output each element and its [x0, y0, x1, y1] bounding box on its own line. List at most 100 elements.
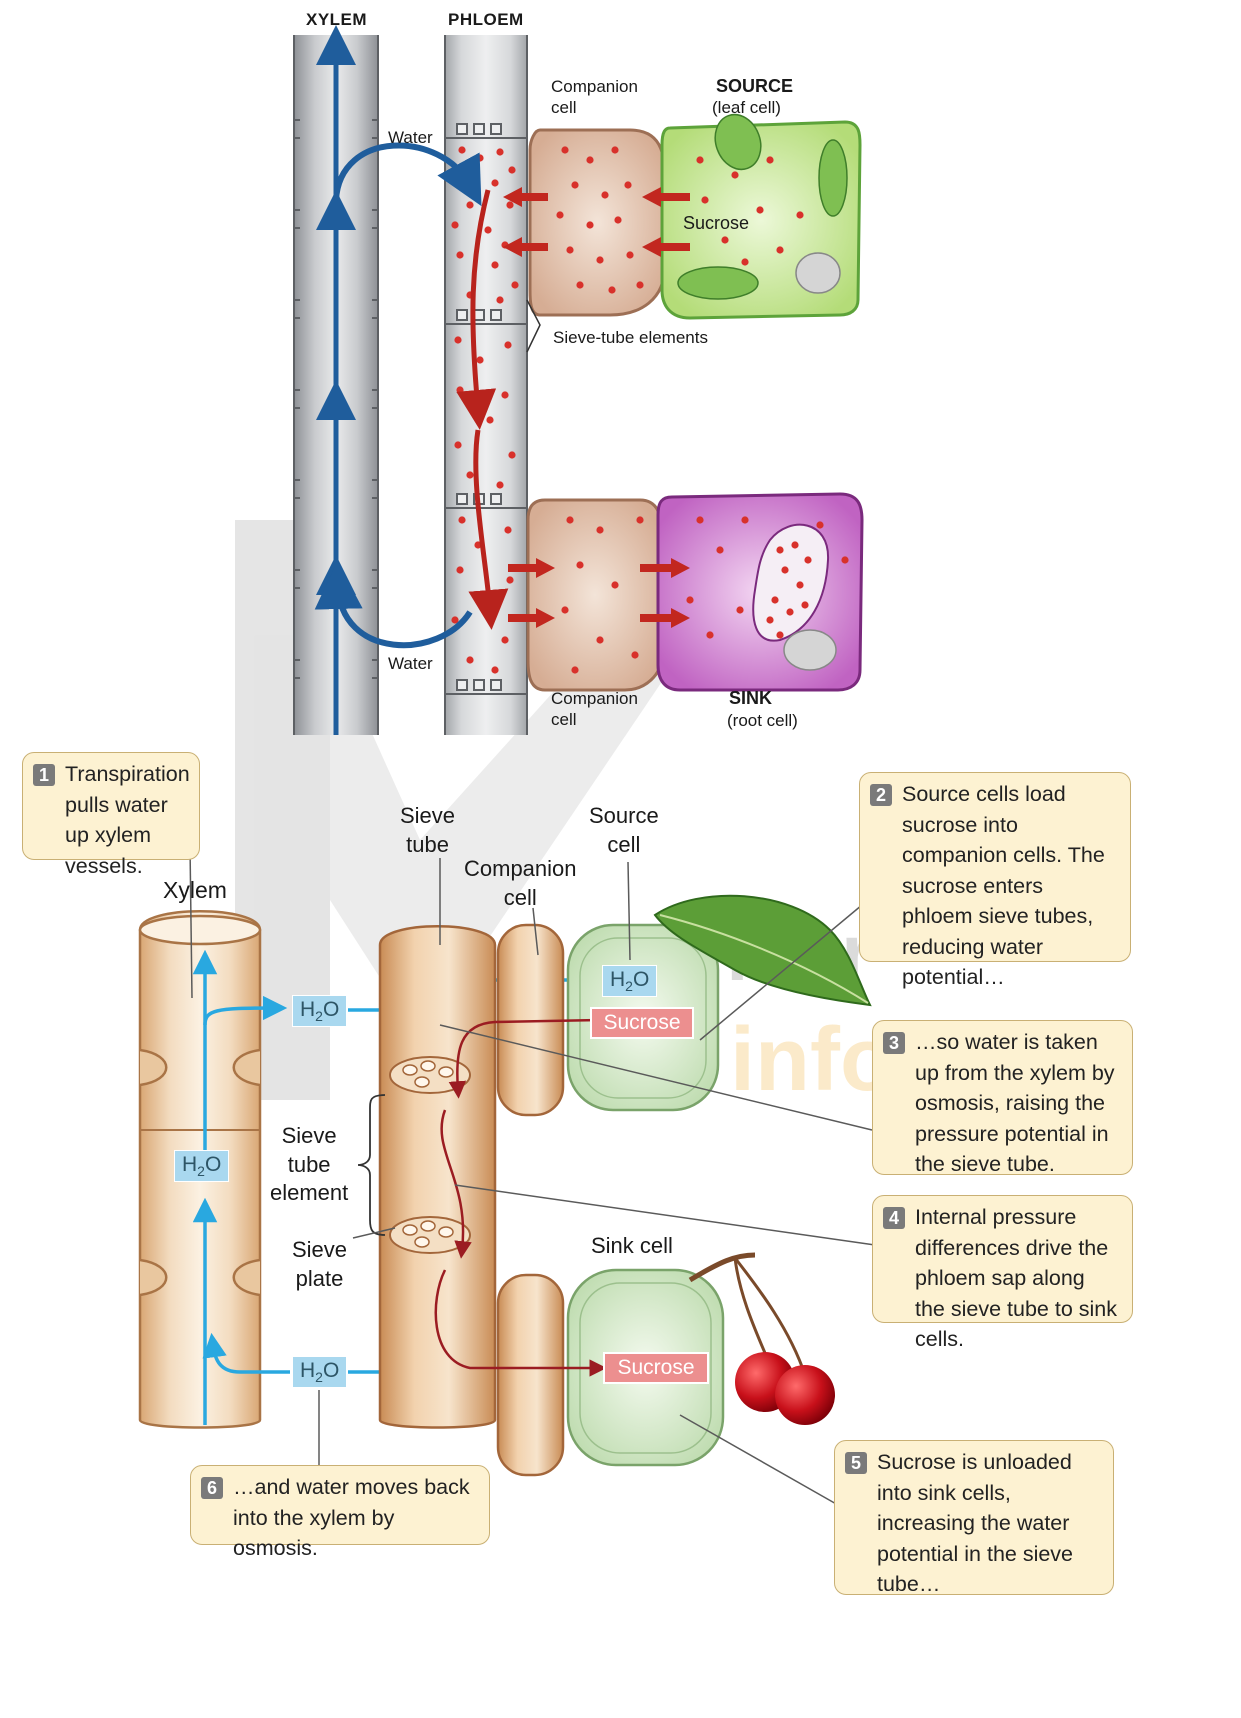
h2o-chip-source: H2O — [602, 965, 657, 997]
h2o-chip-top: H2O — [292, 995, 347, 1027]
sucrose-dot — [466, 656, 473, 663]
sucrose-dot — [486, 416, 493, 423]
callout-6: 6 …and water moves back into the xylem b… — [190, 1465, 490, 1545]
sucrose-dot — [776, 546, 783, 553]
sucrose-dot — [731, 171, 738, 178]
sucrose-dot — [796, 581, 803, 588]
sucrose-dot — [796, 211, 803, 218]
callout-3-text: …so water is taken up from the xylem by … — [887, 1027, 1120, 1180]
h2o-chip-bottom: H2O — [292, 1356, 347, 1388]
sucrose-dot — [608, 286, 615, 293]
sink-cell-label: Sink cell — [591, 1232, 673, 1261]
sucrose-dot — [561, 606, 568, 613]
sucrose-dot — [686, 596, 693, 603]
sucrose-dot — [458, 516, 465, 523]
companion-cell-lower — [498, 1275, 563, 1475]
callout-1-number: 1 — [33, 764, 55, 786]
bottom-diagram — [140, 846, 875, 1505]
sucrose-dot — [508, 166, 515, 173]
sucrose-dot — [624, 181, 631, 188]
sucrose-label-top: Sucrose — [683, 212, 749, 235]
sucrose-dot — [786, 608, 793, 615]
sucrose-dot — [504, 526, 511, 533]
sucrose-dot — [576, 281, 583, 288]
sucrose-dot — [508, 451, 515, 458]
callout-5: 5 Sucrose is unloaded into sink cells, i… — [834, 1440, 1114, 1595]
callout-2-text: Source cells load sucrose into companion… — [874, 779, 1118, 993]
sucrose-dot — [586, 156, 593, 163]
callout-2: 2 Source cells load sucrose into compani… — [859, 772, 1131, 962]
sucrose-dot — [776, 631, 783, 638]
water-label-bottom: Water — [388, 653, 433, 674]
sucrose-dot — [816, 521, 823, 528]
companion-cell-bottom — [528, 500, 662, 690]
companion-cell-label-top: Companion cell — [551, 76, 638, 119]
sucrose-dot — [636, 281, 643, 288]
sieve-plate-label: Sieve plate — [292, 1236, 347, 1293]
sucrose-dot — [451, 221, 458, 228]
sucrose-dot — [496, 296, 503, 303]
sucrose-dot — [771, 596, 778, 603]
callout-3-number: 3 — [883, 1032, 905, 1054]
sucrose-dot — [491, 666, 498, 673]
sucrose-dot — [626, 251, 633, 258]
sucrose-dot — [491, 179, 498, 186]
sucrose-dot — [776, 246, 783, 253]
sucrose-dot — [571, 666, 578, 673]
sucrose-dot — [766, 156, 773, 163]
callout-3: 3 …so water is taken up from the xylem b… — [872, 1020, 1133, 1175]
sucrose-dot — [841, 556, 848, 563]
top-diagram — [294, 35, 862, 735]
sucrose-dot — [576, 561, 583, 568]
sucrose-dot — [601, 191, 608, 198]
sucrose-dot — [454, 336, 461, 343]
sucrose-dot — [766, 616, 773, 623]
sucrose-dot — [491, 261, 498, 268]
callout-5-text: Sucrose is unloaded into sink cells, inc… — [849, 1447, 1101, 1600]
sucrose-dot — [596, 526, 603, 533]
callout-4-number: 4 — [883, 1207, 905, 1229]
companion-cell-label: Companion cell — [464, 855, 577, 912]
svg-text:info: info — [730, 1010, 895, 1110]
sink-subtitle: (root cell) — [727, 710, 798, 731]
sucrose-dot — [456, 251, 463, 258]
sucrose-chip-source: Sucrose — [590, 1007, 694, 1039]
sieve-tube-label: Sieve tube — [400, 802, 455, 859]
sucrose-dot — [596, 256, 603, 263]
sucrose-dot — [611, 146, 618, 153]
sucrose-dot — [476, 154, 483, 161]
xylem-heading: XYLEM — [306, 10, 367, 30]
companion-cell-label-bottom: Companion cell — [551, 688, 638, 731]
callout-6-number: 6 — [201, 1477, 223, 1499]
sucrose-dot — [596, 636, 603, 643]
sucrose-dot — [631, 651, 638, 658]
callout-1: 1 Transpiration pulls water up xylem ves… — [22, 752, 200, 860]
sucrose-dot — [561, 146, 568, 153]
sucrose-dot — [636, 516, 643, 523]
sucrose-dot — [501, 391, 508, 398]
sucrose-dot — [706, 631, 713, 638]
sucrose-dot — [736, 606, 743, 613]
callout-2-number: 2 — [870, 784, 892, 806]
sucrose-dot — [556, 211, 563, 218]
sieve-tube-element-label: Sieve tube element — [270, 1122, 348, 1208]
sucrose-dot — [781, 566, 788, 573]
sucrose-dot — [456, 566, 463, 573]
sucrose-dot — [458, 146, 465, 153]
sink-title: SINK — [729, 688, 772, 710]
callout-5-number: 5 — [845, 1452, 867, 1474]
source-subtitle: (leaf cell) — [712, 97, 781, 118]
source-title: SOURCE — [716, 76, 793, 98]
sucrose-dot — [506, 576, 513, 583]
sucrose-dot — [586, 221, 593, 228]
sucrose-dot — [476, 356, 483, 363]
sucrose-dot — [801, 601, 808, 608]
sucrose-dot — [756, 206, 763, 213]
water-label-top: Water — [388, 127, 433, 148]
sieve-tube — [380, 926, 495, 1427]
sucrose-dot — [496, 148, 503, 155]
sieve-tube-elements-label: Sieve-tube elements — [553, 327, 708, 348]
sucrose-dot — [466, 471, 473, 478]
callout-6-text: …and water moves back into the xylem by … — [205, 1472, 477, 1564]
sucrose-dot — [741, 258, 748, 265]
